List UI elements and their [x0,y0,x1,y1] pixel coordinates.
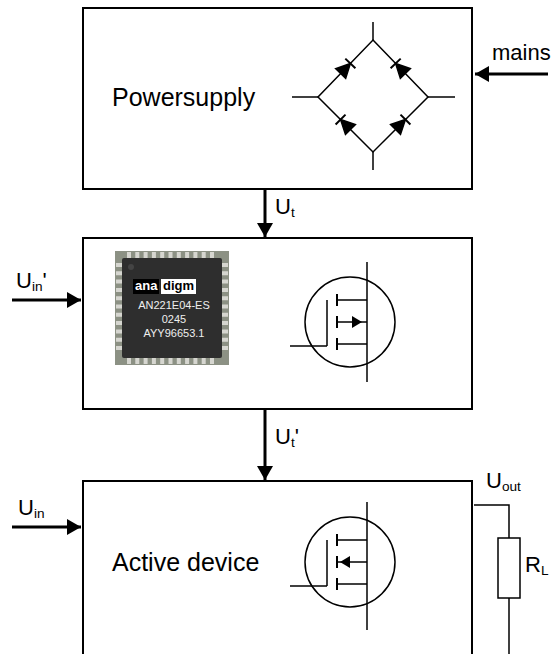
chip-marking: AYY96653.1 [124,327,224,340]
chip-marking: ana [133,279,159,294]
chip-board [115,251,229,365]
mosfet-symbol [290,262,395,382]
diode-symbol [391,115,411,135]
supply-arrow [264,190,267,237]
box-title: Active device [112,548,259,577]
chip-pins [127,358,218,364]
load-resistor [474,505,520,654]
component-name: RL [525,552,548,577]
bridge-lead [292,96,318,98]
input-label: mains [492,40,551,65]
mains-arrow [475,73,548,76]
chip-marking: digm [161,279,196,294]
mosfet-symbol [290,502,395,630]
power-supply-box: Powersupply [82,7,473,190]
bridge-wires [318,40,428,152]
signal-name: Uout [486,468,521,493]
diode-symbol [391,59,411,79]
bridge-lead [428,96,455,98]
bridge-lead [372,22,374,40]
signal-name: Ut' [275,424,299,449]
diode-symbol [336,115,356,135]
chip-dot [128,264,134,270]
diode-bridge [292,22,455,170]
signal-name: Uin' [16,268,47,293]
diode-symbol [336,59,356,79]
chip-pins [127,252,218,258]
signal-name: Uin [18,495,45,520]
input-arrow [12,299,81,302]
chip-marking: 0245 [124,313,224,326]
chip-marking: AN221E04-ES [124,299,224,312]
chip-pins [222,263,228,354]
chip-photo [115,251,229,365]
bridge-lead [372,152,374,170]
input-arrow [12,526,81,529]
box-title: Powersupply [112,83,255,112]
active-device-box: Active device [82,480,473,654]
chip-pins [116,263,122,354]
signal-name: Ut [275,194,295,219]
control-box: anadigmAN221E04-ES0245AYY96653.1 [82,237,473,410]
supply-arrow [264,410,267,480]
